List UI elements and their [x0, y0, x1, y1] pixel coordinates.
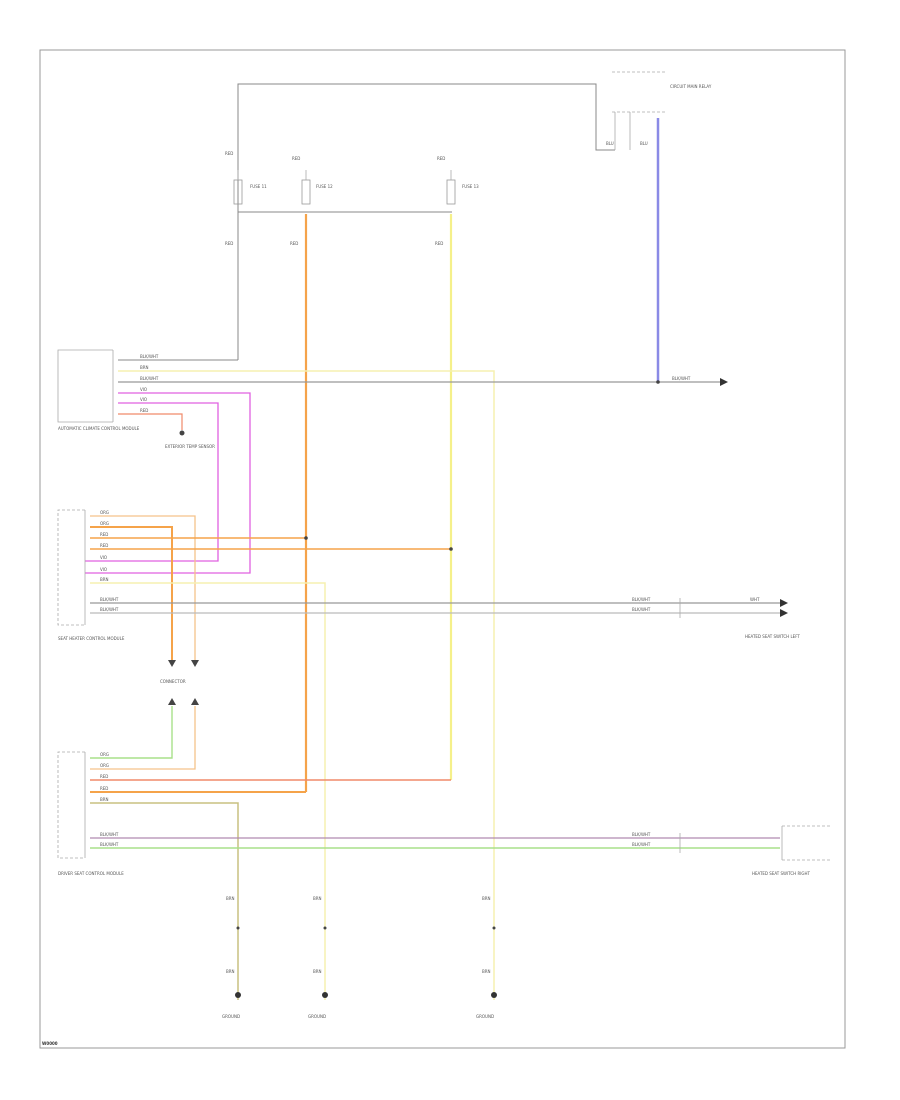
ground-b-label: GROUND [308, 1014, 326, 1019]
arrow-right [780, 599, 788, 607]
wire-label: BRN [482, 969, 491, 974]
seat-heater-module: SEAT HEATER CONTROL MODULE [57, 509, 125, 641]
ground-b: BRN BRN GROUND [308, 896, 328, 1019]
wire-label: BRN [140, 365, 149, 370]
drv-row-1 [90, 706, 173, 759]
row-6 [118, 413, 183, 430]
fuse-3-label: FUSE 13 [462, 184, 479, 189]
fuse-1-label: FUSE 11 [250, 184, 267, 189]
drv-row-5 [90, 802, 239, 1000]
connector: CONNECTOR [160, 660, 199, 705]
wire-label: BLK/WHT [100, 607, 119, 612]
wire-label: RED [225, 151, 233, 156]
exterior-temp-sensor: EXTERIOR TEMP SENSOR [165, 430, 215, 449]
wire-label: BRN [100, 797, 109, 802]
wire-label: RED [292, 156, 300, 161]
junction-dot [304, 536, 308, 540]
arrow-right [720, 378, 728, 386]
wire-label: BRN [100, 577, 109, 582]
wire-label: RED [140, 408, 148, 413]
wire-label: BLK/WHT [140, 376, 159, 381]
row-4 [85, 392, 251, 574]
wire-label: BLU [606, 141, 614, 146]
driver-seat-label: DRIVER SEAT CONTROL MODULE [58, 871, 124, 876]
wire-label: RED [437, 156, 445, 161]
seat-row-2 [90, 526, 173, 660]
wire-label: BLK/WHT [632, 832, 651, 837]
wire-label: BRN [313, 896, 322, 901]
wire-label: RED [290, 241, 298, 246]
ground-a-label: GROUND [222, 1014, 240, 1019]
wire-label: BLK/WHT [100, 832, 119, 837]
arrow-right [780, 609, 788, 617]
wire-label: BRN [226, 969, 235, 974]
wire-label: BLK/WHT [632, 597, 651, 602]
wire-label: VIO [100, 555, 107, 560]
driver-seat-module: DRIVER SEAT CONTROL MODULE [57, 751, 124, 876]
wire-label: BLK/WHT [140, 354, 159, 359]
wire-label: BLK/WHT [632, 842, 651, 847]
drv-row-2 [90, 706, 196, 770]
wire-label: ORG [100, 763, 109, 768]
wire-label: BLK/WHT [100, 597, 119, 602]
fuse-2-label: FUSE 12 [316, 184, 333, 189]
fuse-3 [446, 179, 456, 205]
wire-label: VIO [100, 567, 107, 572]
wire-label: RED [100, 532, 108, 537]
ground-c: BRN BRN GROUND [476, 896, 497, 1019]
top-right-module-label: CIRCUIT MAIN RELAY [670, 84, 712, 89]
wire-label: BLU [640, 141, 648, 146]
junction-dot [449, 547, 453, 551]
wire-label: ORG [100, 752, 109, 757]
wire-label: BRN [482, 896, 491, 901]
wire-label: RED [435, 241, 443, 246]
fuse-2 [301, 179, 311, 205]
auto-control-label: AUTOMATIC CLIMATE CONTROL MODULE [58, 426, 140, 431]
ground-c-label: GROUND [476, 1014, 494, 1019]
diagram-code: W0000 [42, 1041, 58, 1046]
row-5 [85, 402, 219, 562]
seat-heater-label: SEAT HEATER CONTROL MODULE [58, 636, 125, 641]
diagram-frame [39, 49, 846, 1049]
wire-label: BLK/WHT [672, 376, 691, 381]
exterior-temp-label: EXTERIOR TEMP SENSOR [165, 444, 215, 449]
junction-dot [656, 380, 660, 384]
seat-switch-right-label: HEATED SEAT SWITCH RIGHT [752, 871, 811, 876]
wire-label: RED [100, 543, 108, 548]
seat-row-1 [90, 515, 196, 660]
seat-switch-left-label: HEATED SEAT SWITCH LEFT [745, 634, 800, 639]
wire-label: RED [225, 241, 233, 246]
wire-label: ORG [100, 521, 109, 526]
wire-label: VIO [140, 387, 147, 392]
top-right-module: CIRCUIT MAIN RELAY BLU BLU [606, 71, 712, 150]
wire-label: BLK/WHT [100, 842, 119, 847]
wire-label: RED [100, 774, 108, 779]
wire-label: RED [100, 786, 108, 791]
wire-label: ORG [100, 510, 109, 515]
connector-label: CONNECTOR [160, 679, 186, 684]
wire-label: BRN [226, 896, 235, 901]
wire-label: BLK/WHT [632, 607, 651, 612]
wire-label: BRN [313, 969, 322, 974]
row-2 [118, 370, 495, 1000]
wire-label: WHT [750, 597, 760, 602]
power-distribution: FUSE 11 FUSE 12 FUSE 13 RED RED RED RED … [225, 83, 615, 360]
wire-label: VIO [140, 397, 147, 402]
seat-row-7 [90, 582, 326, 1000]
auto-control-module: AUTOMATIC CLIMATE CONTROL MODULE [57, 349, 140, 431]
ground-a: BRN BRN GROUND [222, 896, 241, 1019]
